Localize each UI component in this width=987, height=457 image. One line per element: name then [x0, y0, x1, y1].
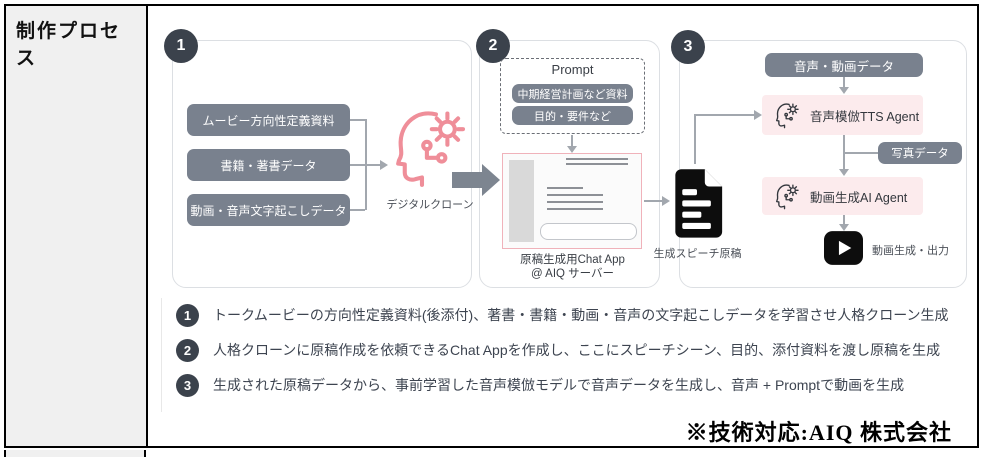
chat-app-text-line: [547, 187, 583, 189]
chat-app-label-line1: 原稿生成用Chat App: [520, 254, 625, 266]
chat-app-sidebar: [509, 160, 534, 242]
prompt-item-purpose: 目的・要件など: [512, 106, 633, 125]
tts-agent-icon: [774, 102, 801, 129]
prompt-title: Prompt: [551, 62, 594, 77]
connector-line: [694, 114, 754, 116]
connector-line: [350, 119, 365, 121]
connector-line: [350, 164, 380, 166]
input-box-transcripts: 動画・音声文字起こしデータ: [187, 194, 350, 226]
output-label: 動画生成・出力: [872, 245, 949, 257]
chat-app-text-line: [547, 194, 603, 196]
arrowhead-icon: [380, 160, 388, 170]
arrowhead-icon: [567, 146, 577, 153]
chat-app-text-line: [566, 163, 628, 165]
tech-credit: ※技術対応:AIQ 株式会社: [685, 420, 952, 445]
video-agent-icon: [774, 183, 801, 210]
connector-line: [843, 77, 845, 87]
note-row-1: 1 トークムービーの方向性定義資料(後添付)、著書・書籍・動画・音声の文字起こし…: [176, 303, 971, 327]
speech-doc-icon: [671, 167, 723, 239]
prompt-dashed-box: [500, 58, 645, 134]
note2-badge: 2: [176, 338, 199, 362]
chat-app-label-line2: @ AIQ サーバー: [530, 268, 615, 280]
chat-app-text-line: [566, 158, 628, 160]
connector-line: [350, 209, 365, 211]
note1-text: トークムービーの方向性定義資料(後添付)、著書・書籍・動画・音声の文字起こしデー…: [213, 307, 949, 323]
arrowhead-icon: [839, 169, 849, 176]
next-row-hint: [4, 450, 146, 457]
note-row-2: 2 人格クローンに原稿作成を依頼できるChat Appを作成し、ここにスピーチシ…: [176, 338, 971, 362]
connector-line: [843, 135, 845, 169]
source-box-audio-video: 音声・動画データ: [765, 53, 923, 77]
photo-data-box: 写真データ: [878, 142, 962, 164]
speech-doc-label: 生成スピーチ原稿: [653, 248, 742, 260]
note1-badge: 1: [176, 303, 199, 327]
connector-line: [571, 135, 573, 146]
arrowhead-icon: [754, 110, 762, 120]
arrowhead-icon: [839, 87, 849, 94]
chat-app-input: [540, 223, 637, 240]
video-agent-label: 動画生成AI Agent: [810, 190, 908, 205]
chat-app-text-line: [547, 201, 603, 203]
notes-divider: [161, 298, 162, 412]
prompt-item-midterm-plan: 中期経営計画など資料: [512, 84, 633, 103]
step2-badge: 2: [476, 29, 510, 63]
play-icon: [824, 231, 863, 265]
arrowhead-icon: [662, 196, 670, 206]
note3-badge: 3: [176, 373, 199, 397]
connector-line: [694, 114, 696, 164]
page-title: 制作プロセス: [16, 21, 122, 69]
chat-app-text-line: [547, 208, 603, 210]
big-arrow-icon: [452, 172, 482, 188]
step3-badge: 3: [671, 30, 705, 64]
tts-agent-box: 音声模倣TTS Agent: [762, 95, 923, 135]
connector-line: [843, 215, 845, 224]
digital-clone-label: デジタルクローン: [386, 199, 474, 211]
input-box-books: 書籍・著書データ: [187, 149, 350, 181]
big-arrow-icon: [482, 164, 500, 196]
note3-text: 生成された原稿データから、事前学習した音声模倣モデルで音声データを生成し、音声 …: [213, 377, 905, 393]
step1-badge: 1: [164, 29, 198, 63]
connector-line: [844, 152, 878, 154]
row-header-cell: 制作プロセス: [6, 6, 148, 446]
table-border: [4, 4, 979, 448]
tts-agent-label: 音声模倣TTS Agent: [810, 109, 920, 124]
connector-line: [644, 200, 664, 202]
video-agent-box: 動画生成AI Agent: [762, 177, 923, 215]
note2-text: 人格クローンに原稿作成を依頼できるChat Appを作成し、ここにスピーチシーン…: [213, 342, 941, 358]
arrowhead-icon: [839, 224, 849, 231]
step3-group-box: [679, 40, 967, 288]
input-box-movie-direction: ムービー方向性定義資料: [187, 104, 350, 136]
note-row-3: 3 生成された原稿データから、事前学習した音声模倣モデルで音声データを生成し、音…: [176, 373, 971, 397]
